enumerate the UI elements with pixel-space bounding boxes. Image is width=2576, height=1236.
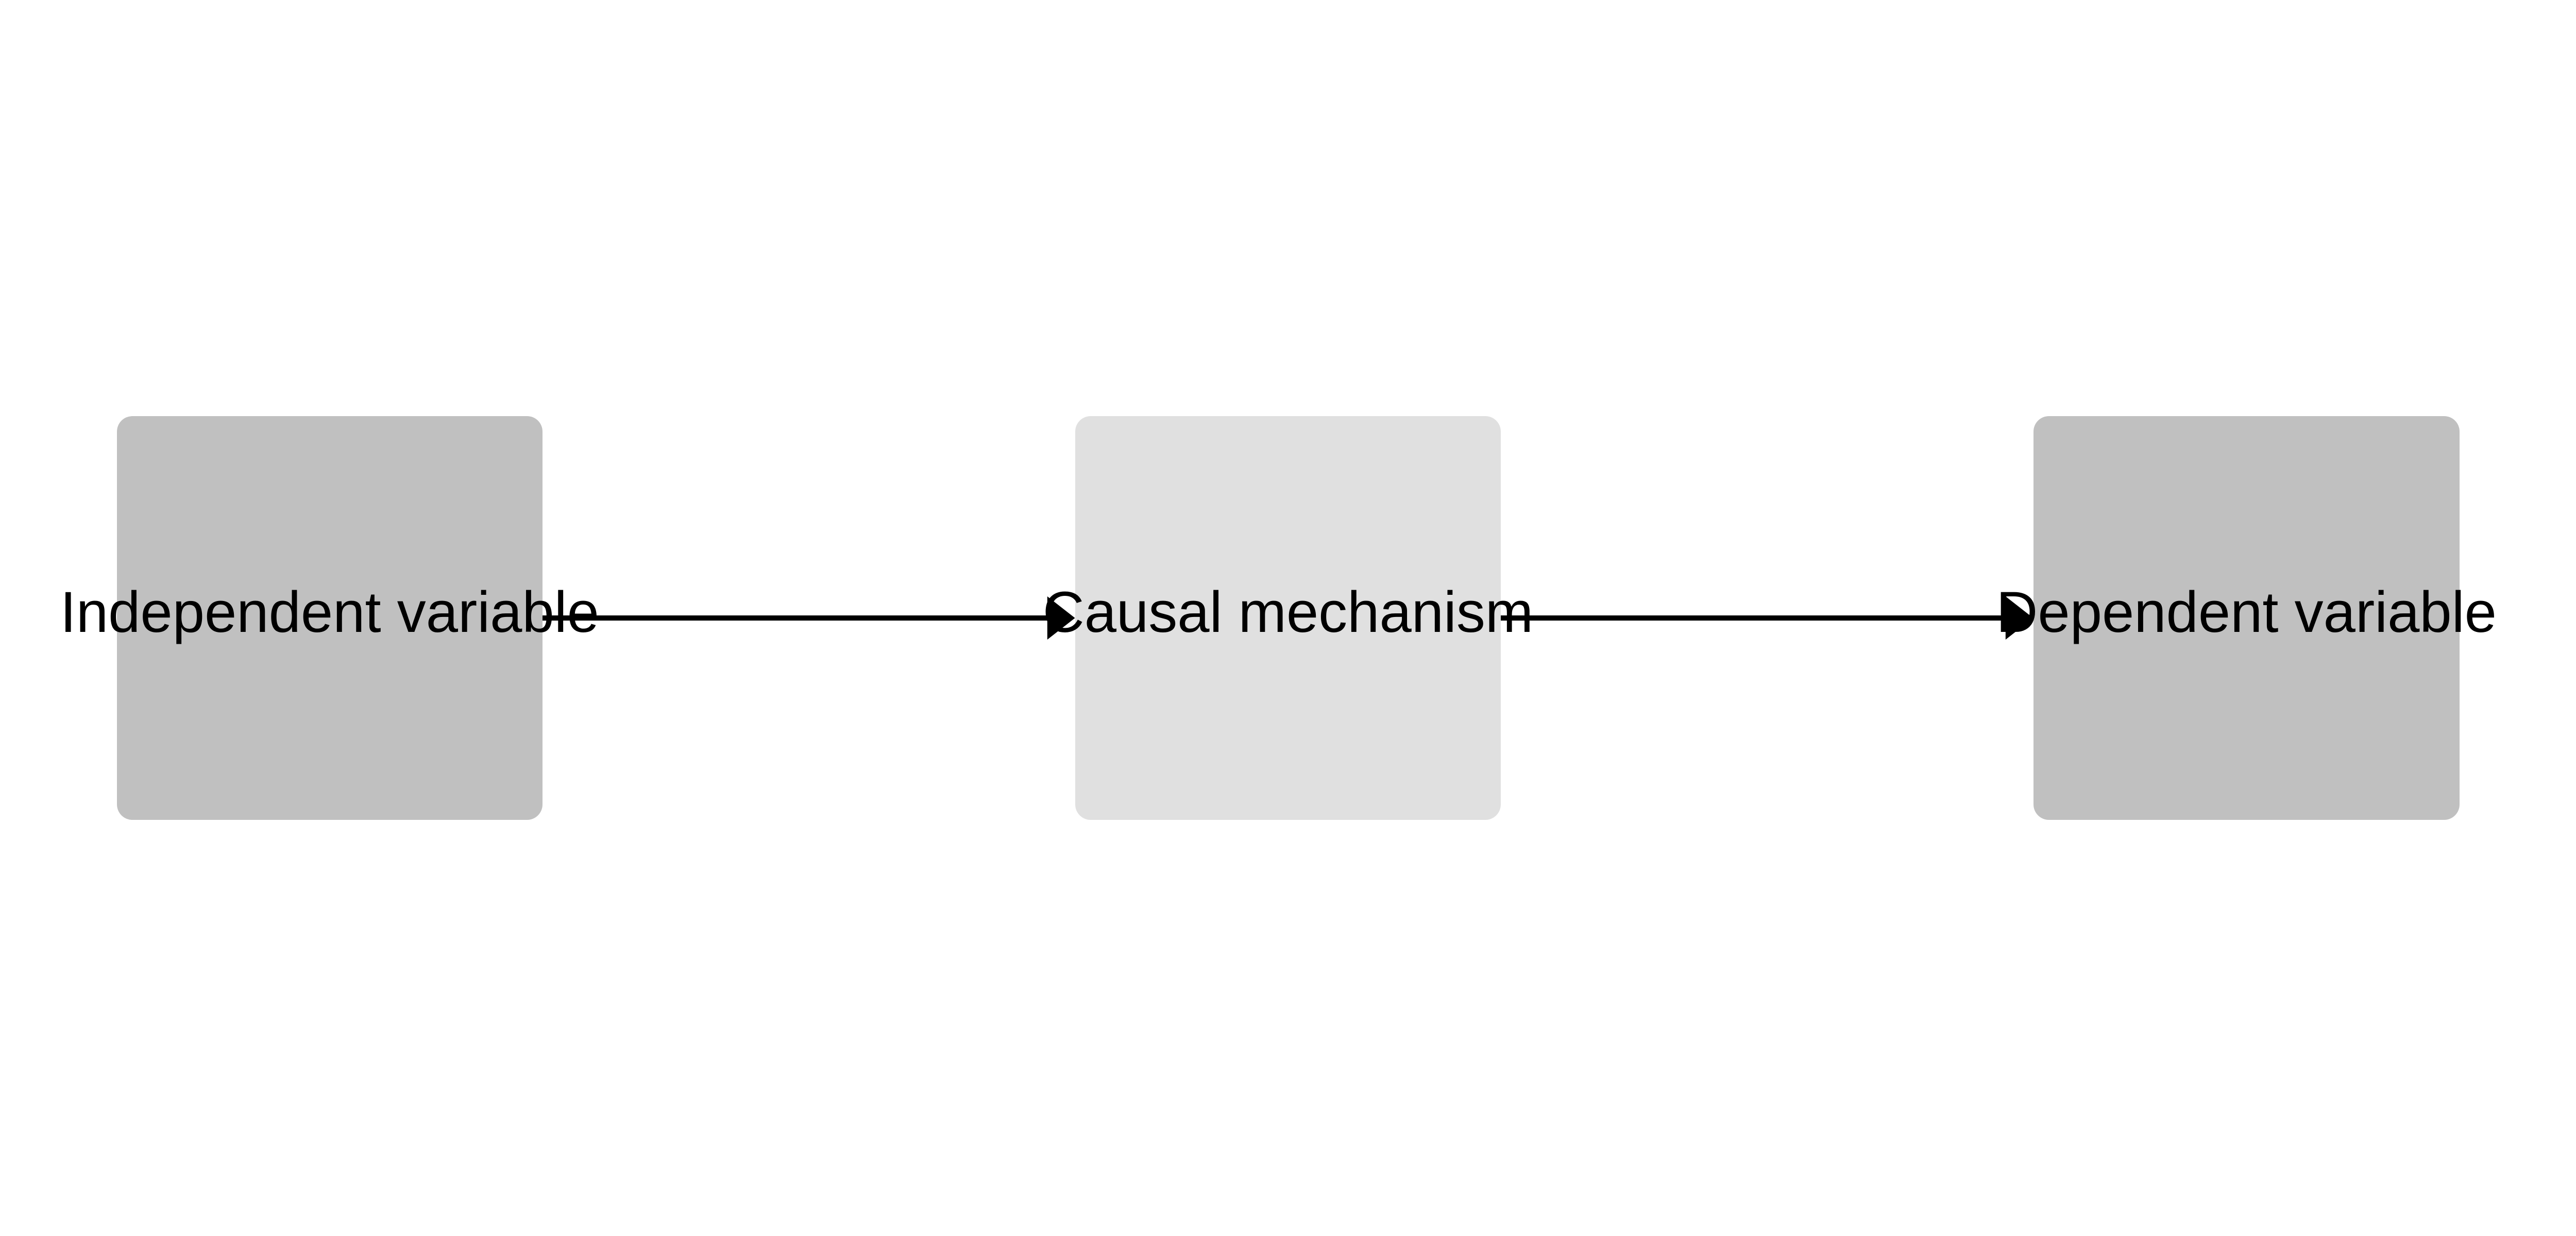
arrowhead-icon <box>2006 596 2033 640</box>
edge-independent-to-mechanism <box>543 416 1075 820</box>
node-label: Independent variable <box>60 579 599 644</box>
node-independent-variable: Independent variable <box>60 416 599 820</box>
node-causal-mechanism: Causal mechanism <box>1043 416 1533 820</box>
diagram-row: Independent variable Causal mechanism De… <box>60 416 2497 820</box>
arrow-icon <box>543 596 1075 640</box>
node-label: Causal mechanism <box>1042 579 1534 644</box>
edge-mechanism-to-dependent <box>1501 416 2033 820</box>
arrow-icon <box>1501 596 2033 640</box>
arrowhead-icon <box>1047 596 1075 640</box>
node-label: Dependent variable <box>1996 579 2497 644</box>
node-dependent-variable: Dependent variable <box>1996 416 2497 820</box>
